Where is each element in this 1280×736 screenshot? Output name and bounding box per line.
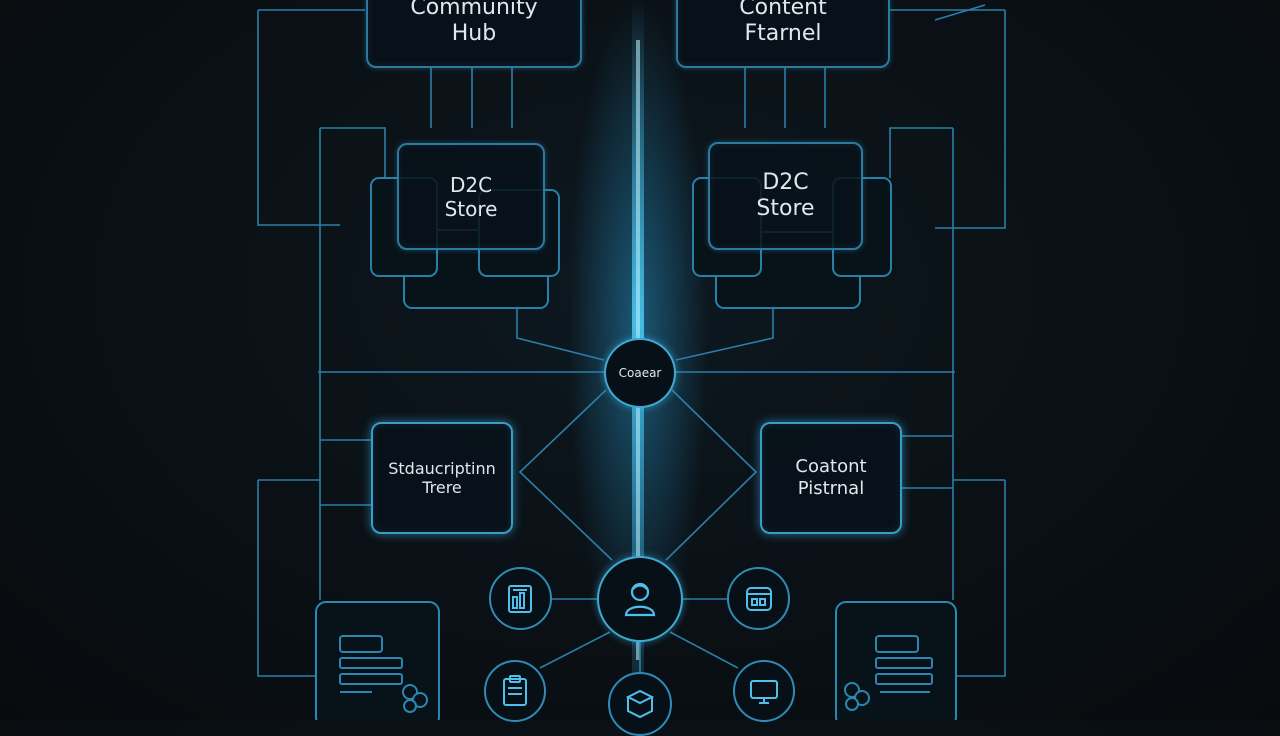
content-funnel-label: Content Ftarnel [739, 0, 827, 46]
content-funnel-node: Content Ftarnel [676, 0, 890, 68]
user-icon [597, 556, 683, 642]
content-portal-label: Coatont Pistrnal [795, 456, 867, 499]
clipboard-icon [484, 660, 546, 722]
subscription-tiers-label: Stdaucriptinn Trere [388, 458, 496, 497]
package-icon [608, 672, 672, 736]
center-hub-label: Coaear [618, 365, 662, 380]
center-hub-node: Coaear [604, 338, 676, 408]
community-hub-label: Community Hub [410, 0, 538, 46]
ecosystem-diagram [257, 0, 1006, 720]
monitor-icon [733, 660, 795, 722]
corner-card-right [835, 601, 957, 720]
corner-card-left [315, 601, 440, 720]
d2c-store-left-label: D2C Store [444, 172, 498, 221]
community-hub-node: Community Hub [366, 0, 582, 68]
subscription-tiers-node: Stdaucriptinn Trere [371, 422, 513, 534]
content-portal-node: Coatont Pistrnal [760, 422, 902, 534]
calendar-chart-icon [727, 567, 790, 630]
document-chart-icon [489, 567, 552, 630]
d2c-store-left-node: D2C Store [397, 143, 545, 250]
d2c-store-right-node: D2C Store [708, 142, 863, 250]
d2c-store-right-label: D2C Store [756, 169, 815, 221]
